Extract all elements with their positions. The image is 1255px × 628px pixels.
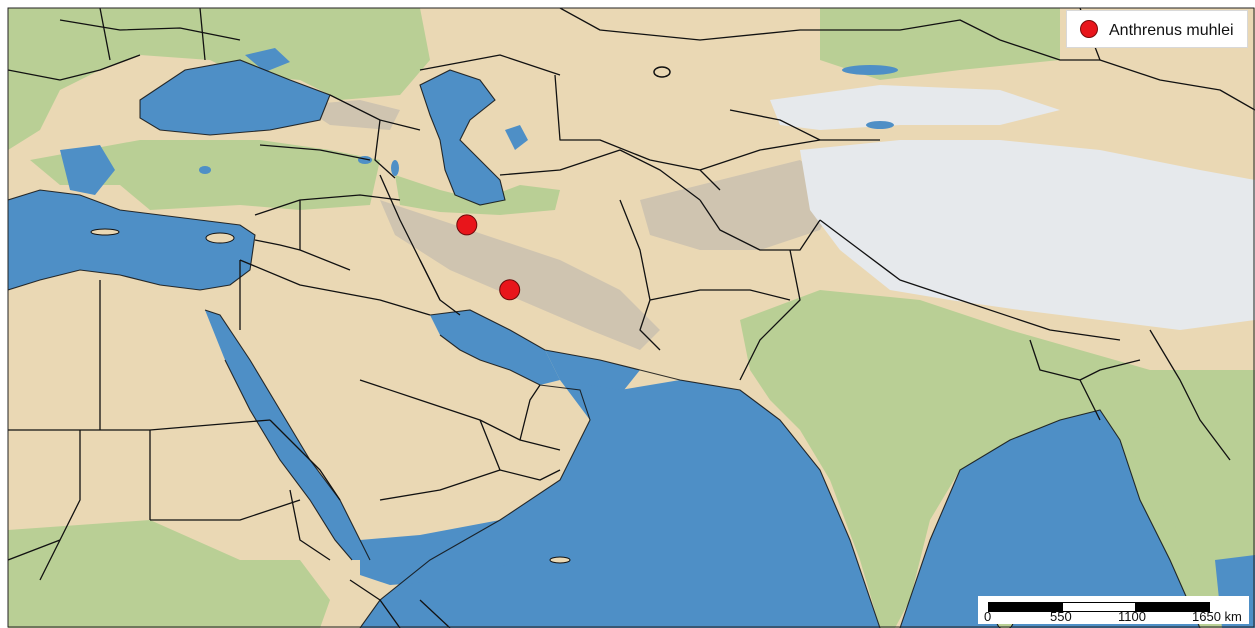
tian-shan: [770, 85, 1060, 130]
persian-gulf: [430, 310, 560, 385]
lake-outline: [653, 66, 671, 78]
mountains-hindukush: [640, 160, 840, 250]
island-socotra: [549, 556, 571, 564]
lake-urmia: [391, 160, 399, 176]
occurrence-point-2[interactable]: [499, 279, 521, 301]
occurrence-point-1[interactable]: [456, 214, 478, 236]
lake-issyk-kul: [866, 121, 894, 129]
tibetan-plateau: [800, 140, 1255, 330]
island-crete: [90, 228, 120, 236]
coastlines: [8, 59, 1201, 628]
vegetation-europe: [8, 8, 430, 150]
aral-sea: [505, 125, 528, 150]
island-cyprus: [205, 232, 235, 244]
scale-bar-tick-550: 550: [1050, 609, 1072, 624]
vegetation-central-asia: [820, 8, 1060, 80]
legend-label: Anthrenus muhlei: [1109, 22, 1234, 39]
scale-bar: 0 550 1100 1650 km: [978, 596, 1249, 624]
legend-marker-icon: [1080, 20, 1098, 38]
country-borders: [8, 8, 1255, 628]
vegetation-anatolia: [30, 140, 380, 210]
red-sea: [205, 310, 370, 560]
scale-bar-segment: [988, 602, 1062, 612]
mediterranean-sea: [8, 190, 255, 290]
gulf-of-aden: [360, 520, 520, 585]
scale-bar-tick-1650: 1650 km: [1192, 609, 1242, 624]
scale-bar-segment: [1136, 602, 1210, 612]
bay-of-bengal: [900, 410, 1200, 628]
map-legend: Anthrenus muhlei: [1066, 10, 1248, 48]
aegean-sea: [60, 145, 115, 195]
scale-bar-tick-0: 0: [984, 609, 992, 624]
lake-balkhash: [842, 65, 898, 75]
map-frame: [7, 7, 1255, 628]
scale-bar-segment: [1062, 602, 1136, 612]
mountains-zagros: [380, 200, 660, 350]
black-sea: [140, 60, 330, 135]
azov-sea: [245, 48, 290, 72]
lake-tuz: [199, 166, 211, 174]
vegetation-africa-south: [8, 520, 330, 628]
vegetation-iran-north: [395, 175, 560, 215]
occurrence-points-layer: [456, 214, 521, 301]
caspian-sea: [420, 70, 505, 205]
vegetation-se-asia: [1120, 420, 1255, 600]
scale-bar-tick-1100: 1100: [1118, 609, 1146, 624]
